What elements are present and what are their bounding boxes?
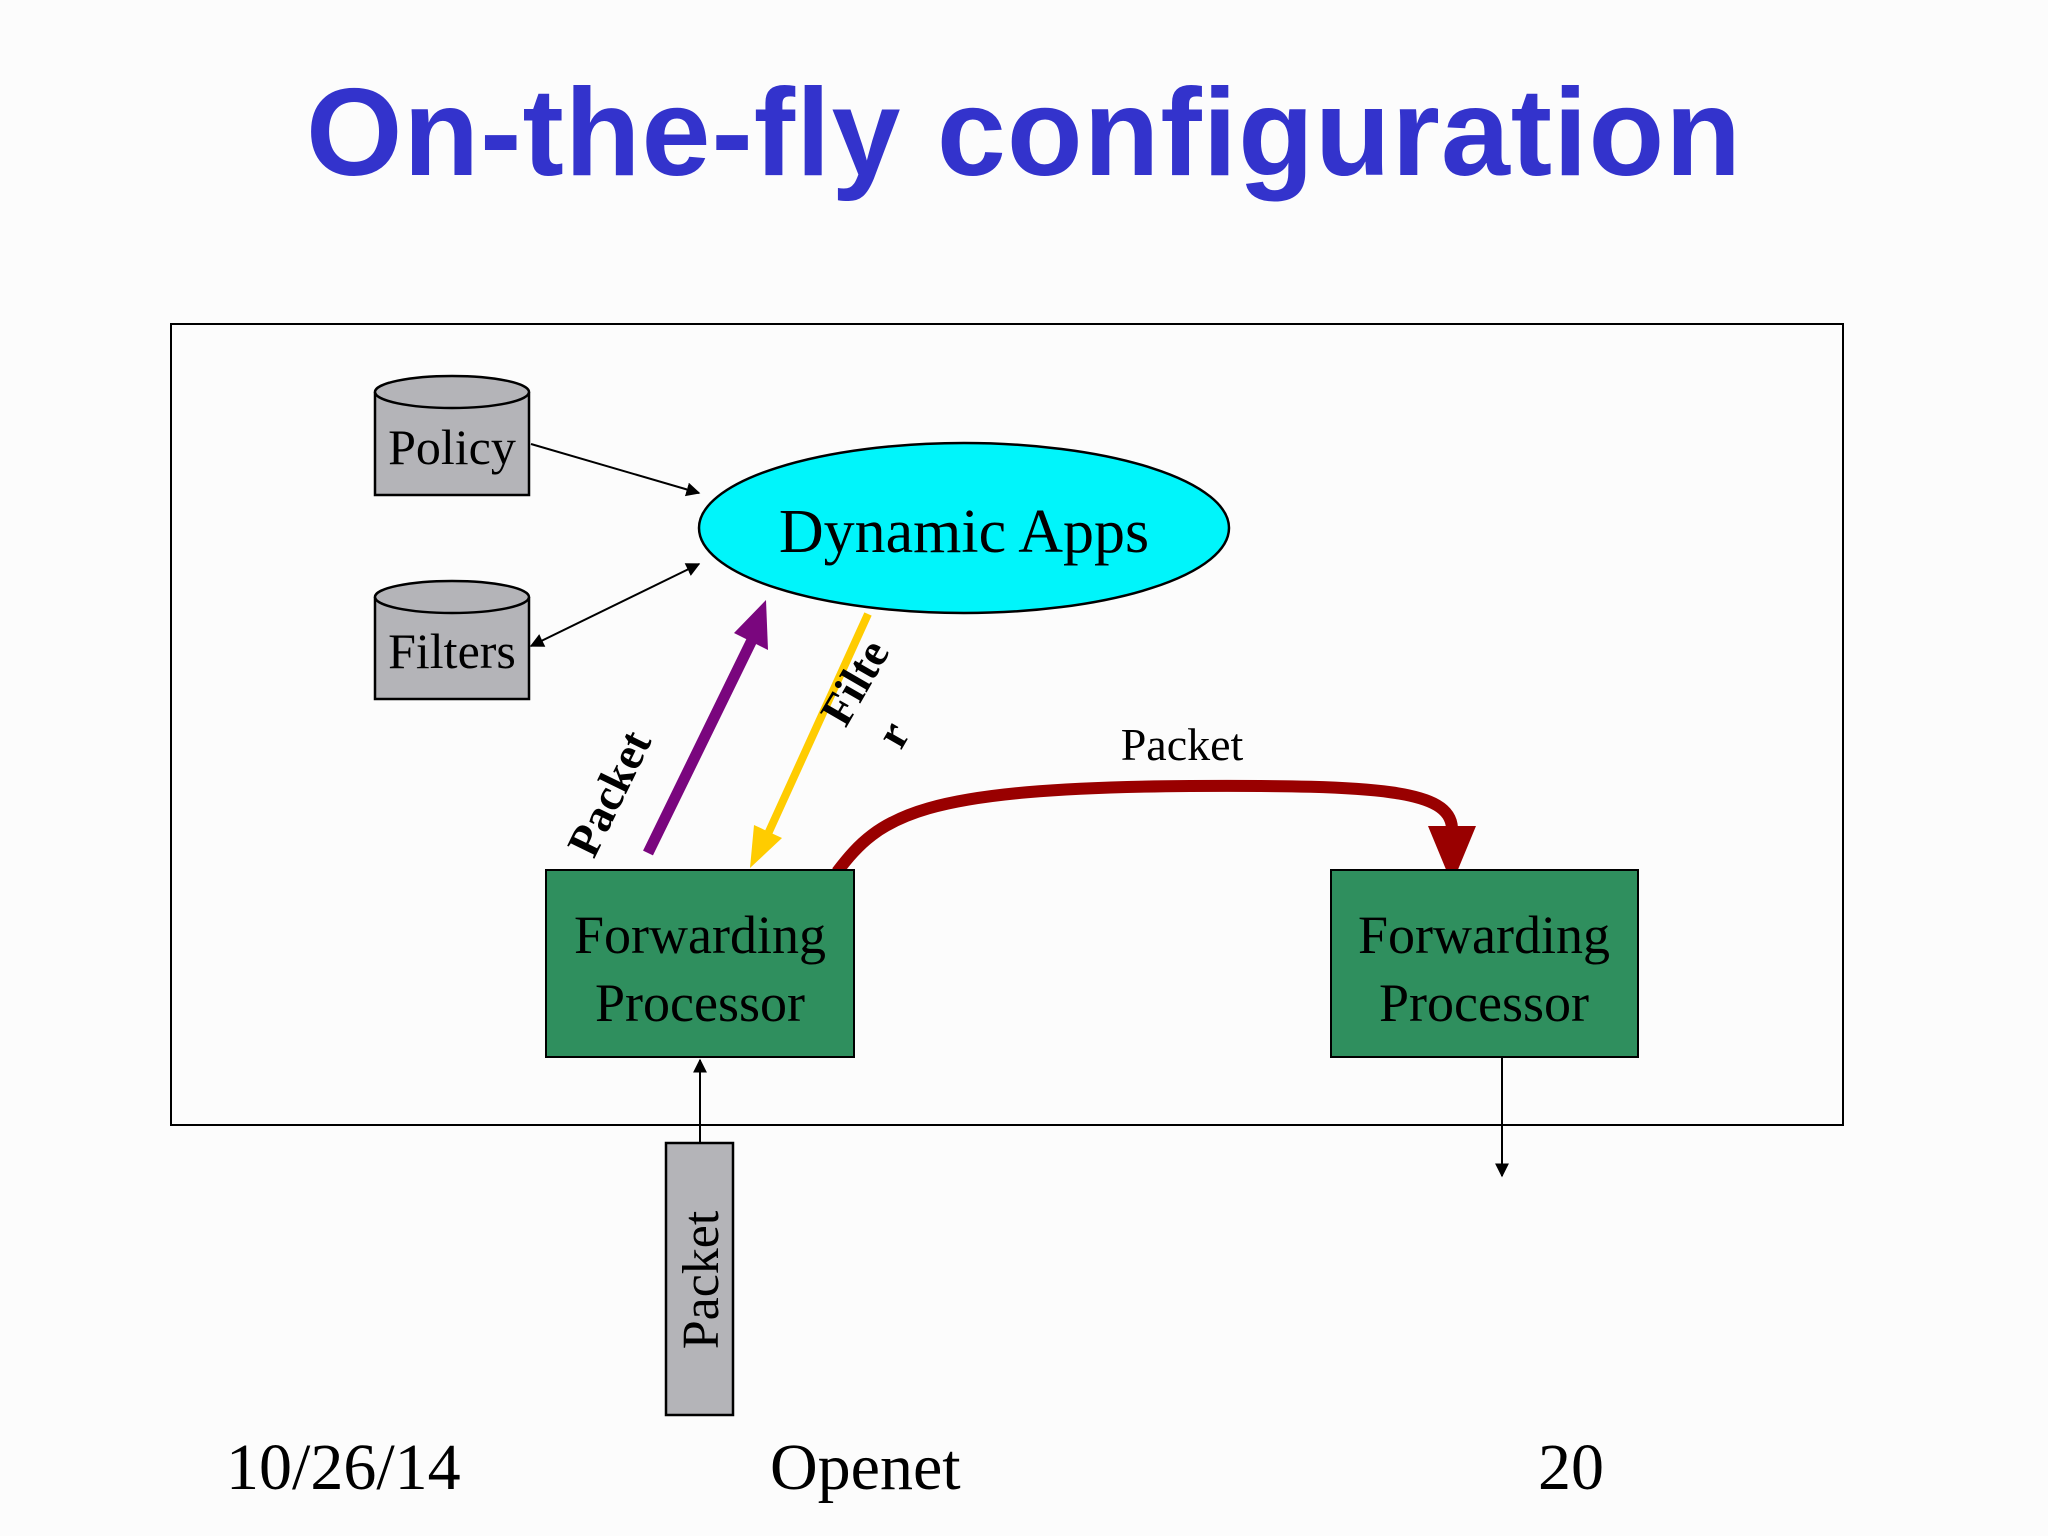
policy-database-icon: Policy	[373, 374, 531, 497]
footer-date: 10/26/14	[226, 1431, 461, 1504]
dynamic-apps-node: Dynamic Apps	[697, 441, 1231, 615]
footer-page-number: 20	[1538, 1431, 1604, 1504]
policy-to-apps-arrow	[530, 443, 701, 497]
incoming-packet-label: Packet	[673, 1210, 730, 1349]
fp-right-line1: Forwarding	[1358, 905, 1610, 965]
filter-to-processor-arrow	[750, 612, 872, 868]
footer-center-text: Openet	[770, 1431, 961, 1504]
forwarding-processor-left: Forwarding Processor	[545, 869, 855, 1058]
policy-label: Policy	[388, 419, 516, 475]
forwarding-processor-right: Forwarding Processor	[1330, 869, 1639, 1058]
packet-forward-label: Packet	[1121, 719, 1244, 770]
filters-database-icon: Filters	[373, 579, 531, 701]
slide-title: On-the-fly configuration	[305, 64, 1743, 202]
filters-label: Filters	[388, 623, 516, 679]
packet-to-apps-arrow	[643, 600, 768, 856]
fp-right-line2: Processor	[1379, 973, 1589, 1033]
dynamic-apps-label: Dynamic Apps	[779, 498, 1149, 566]
incoming-packet-box: Packet	[664, 1141, 735, 1417]
packet-forward-arrow	[832, 779, 1476, 884]
fp-left-line1: Forwarding	[574, 905, 826, 965]
filters-apps-bidirectional-arrow	[529, 563, 701, 647]
fp-left-line2: Processor	[595, 973, 805, 1033]
